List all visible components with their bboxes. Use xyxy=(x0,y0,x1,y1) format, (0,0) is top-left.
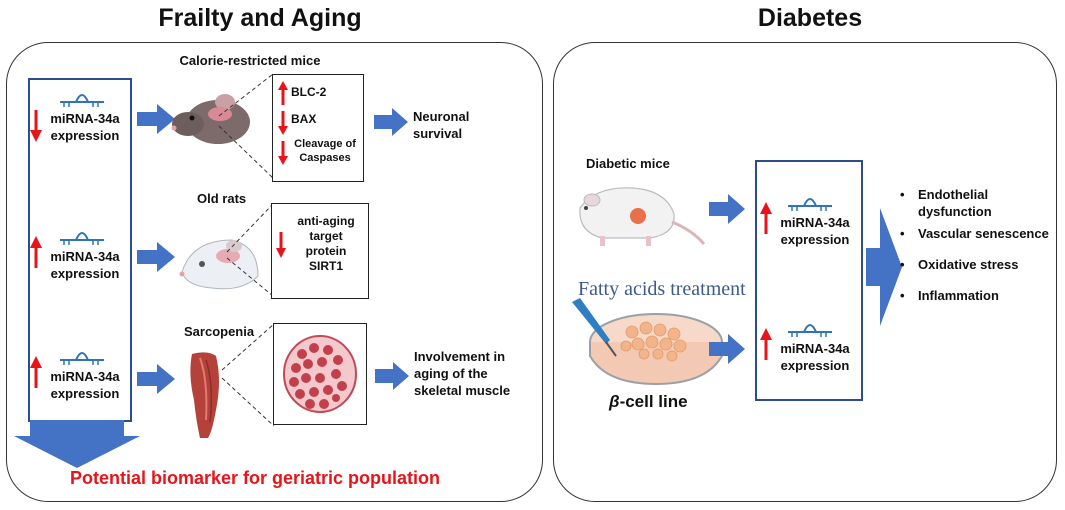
skeletal-muscle-label: Involvement in aging of the skeletal mus… xyxy=(414,349,511,398)
diabetes-mirna-frame xyxy=(755,160,863,401)
mirna-hairpin-icon xyxy=(60,352,104,365)
mirna-hairpin-icon xyxy=(788,324,832,337)
mirna-label: miRNA-34a xyxy=(50,249,120,264)
effect-label: BAX xyxy=(291,112,317,126)
calorie-effects-box: BLC-2 BAX Cleavage of Caspases xyxy=(272,74,364,182)
diabetes-outcomes-list: Endothelial dysfunction Vascular senesce… xyxy=(900,186,1060,304)
sirt1-label: anti-aging target protein SIRT1 xyxy=(297,214,355,273)
left-panel-title: Frailty and Aging xyxy=(158,4,362,32)
effect-label: Cleavage of Caspases xyxy=(294,138,356,164)
diabetic-mouse-icon xyxy=(579,187,706,246)
petri-dish-icon xyxy=(572,298,723,386)
expression-item-old-rats: miRNA-34a expression xyxy=(30,228,130,288)
expression-label: expression xyxy=(780,358,850,373)
outcome-item: Vascular senescence xyxy=(900,225,1060,242)
potential-biomarker-label: Potential biomarker for geriatric popula… xyxy=(69,468,441,488)
expression-item-sarcopenia: miRNA-34a expression xyxy=(30,348,130,408)
large-right-arrow-icon xyxy=(866,208,902,326)
down-arrow-icon xyxy=(278,141,288,165)
mirna-label: miRNA-34a xyxy=(780,341,850,356)
zoom-dashed-lines xyxy=(218,73,274,179)
cell-line-text: -cell line xyxy=(619,392,688,411)
mirna-label: miRNA-34a xyxy=(50,369,120,384)
mouse-head-icon xyxy=(171,94,250,144)
down-arrow-icon xyxy=(30,110,42,142)
right-arrow-icon xyxy=(137,364,175,394)
right-arrow-icon xyxy=(375,362,409,390)
mirna-label: miRNA-34a xyxy=(780,215,850,230)
sarcopenia-label: Sarcopenia xyxy=(184,324,255,339)
diabetic-mice-label: Diabetic mice xyxy=(586,156,670,171)
effect-label: BLC-2 xyxy=(291,85,327,99)
up-arrow-icon xyxy=(760,328,772,360)
right-arrow-icon xyxy=(374,108,408,136)
up-arrow-icon xyxy=(30,356,42,388)
down-arrow-icon xyxy=(278,111,288,135)
beta-symbol: β xyxy=(609,392,620,411)
expression-label: expression xyxy=(50,128,120,143)
right-panel-title: Diabetes xyxy=(757,4,863,32)
expression-item-fatty-acids: miRNA-34a expression xyxy=(760,320,860,380)
zoom-dashed-lines xyxy=(221,323,275,427)
expression-item-diabetic: miRNA-34a expression xyxy=(760,194,860,254)
up-arrow-icon xyxy=(30,236,42,268)
expression-label: expression xyxy=(780,232,850,247)
big-down-arrow-icon xyxy=(14,420,140,468)
up-arrow-icon xyxy=(278,81,288,105)
up-arrow-icon xyxy=(760,202,772,234)
muscle-fiber-icon xyxy=(283,335,357,413)
old-rats-effect-box: anti-aging target protein SIRT1 xyxy=(271,203,369,299)
muscle-icon xyxy=(190,352,219,438)
right-arrow-icon xyxy=(709,194,745,224)
beta-cell-line-label: β-cell line xyxy=(609,392,688,412)
zoom-dashed-lines xyxy=(226,203,274,297)
expression-item-calorie: miRNA-34a expression xyxy=(30,90,130,150)
muscle-crosssection-box xyxy=(273,323,367,425)
mirna-hairpin-icon xyxy=(60,232,104,245)
right-arrow-icon xyxy=(709,334,745,364)
mirna-hairpin-icon xyxy=(788,198,832,211)
outcome-item: Endothelial dysfunction xyxy=(900,186,1060,220)
right-arrow-icon xyxy=(137,242,175,272)
mirna-hairpin-icon xyxy=(60,94,104,107)
right-arrow-icon xyxy=(137,104,175,134)
fatty-acids-label: Fatty acids treatment xyxy=(578,278,746,300)
rat-head-icon xyxy=(179,239,259,290)
down-arrow-icon xyxy=(276,232,286,258)
calorie-restricted-mice-label: Calorie-restricted mice xyxy=(179,53,321,68)
mirna-label: miRNA-34a xyxy=(50,111,120,126)
outcome-item: Oxidative stress xyxy=(900,256,1060,273)
expression-label: expression xyxy=(50,386,120,401)
outcome-item: Inflammation xyxy=(900,287,1060,304)
neuronal-survival-label: Neuronal survival xyxy=(413,109,470,141)
old-rats-label: Old rats xyxy=(197,191,247,206)
expression-label: expression xyxy=(50,266,120,281)
